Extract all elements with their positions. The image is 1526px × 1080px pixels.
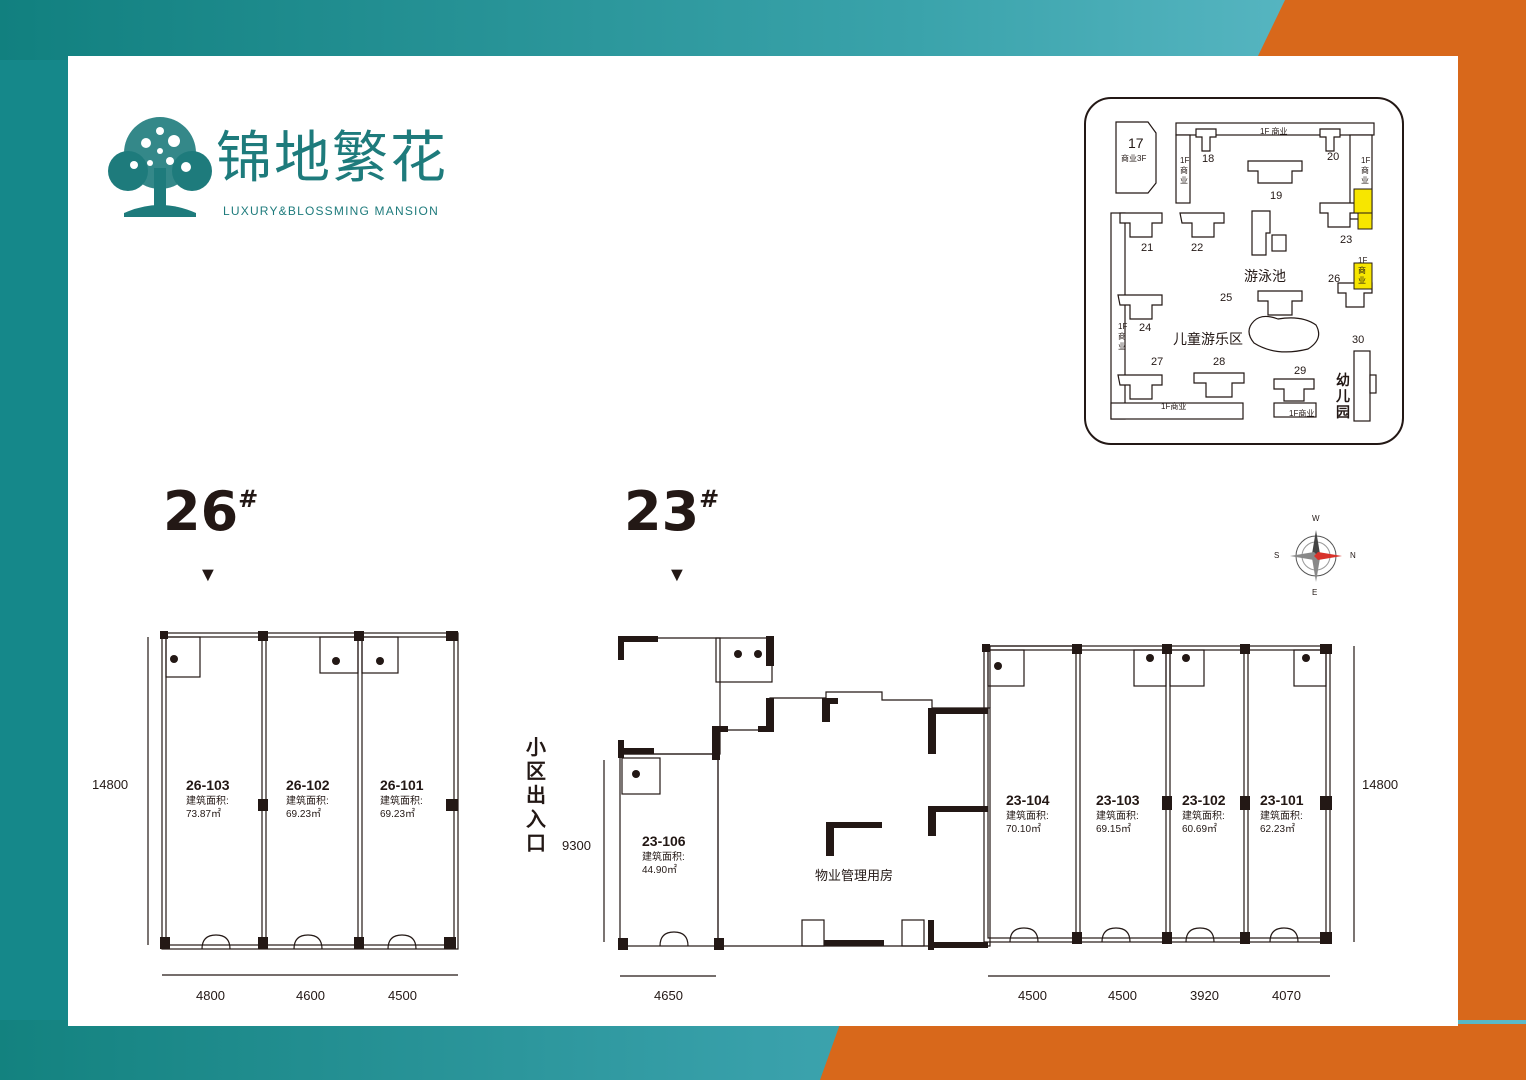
tree-logo-icon [108, 117, 212, 217]
site-b27: 27 [1151, 356, 1164, 368]
site-playground: 儿童游乐区 [1173, 331, 1243, 347]
unit-23-106-label: 建筑面积: [642, 852, 685, 863]
unit-23-104-label: 建筑面积: [1006, 811, 1049, 822]
site-b18: 18 [1202, 153, 1215, 165]
site-b24: 24 [1139, 322, 1152, 334]
unit-26-102-area: 69.23㎡ [286, 809, 322, 820]
site-b30: 30 [1352, 334, 1365, 346]
unit-26-103-name: 26-103 [186, 777, 230, 793]
site-b17-sub: 商业3F [1121, 154, 1147, 163]
site-commerce-18: 1F 商 业 [1180, 156, 1190, 185]
unit-23-101-name: 23-101 [1260, 792, 1304, 808]
floorplan-26 [147, 631, 459, 976]
compass-e: E [1312, 588, 1318, 597]
unit-26-103-area: 73.87㎡ [186, 809, 222, 820]
unit-26-102-name: 26-102 [286, 777, 330, 793]
site-b17: 17 [1128, 135, 1144, 151]
site-commerce-29: 1F商业 [1289, 409, 1315, 418]
site-b28: 28 [1213, 356, 1226, 368]
dim-23-right-height: 14800 [1362, 777, 1399, 792]
building-26-pointer: ▼ [198, 564, 218, 586]
unit-23-103-name: 23-103 [1096, 792, 1140, 808]
unit-23-104-name: 23-104 [1006, 792, 1050, 808]
compass-w: W [1312, 514, 1320, 523]
unit-26-101-label: 建筑面积: [380, 796, 423, 807]
dim-23-w3: 3920 [1190, 988, 1219, 1003]
unit-23-103-label: 建筑面积: [1096, 811, 1139, 822]
site-b23: 23 [1340, 234, 1353, 246]
site-commerce-26: 1F 商 业 [1358, 256, 1368, 285]
site-b25: 25 [1220, 292, 1233, 304]
site-pool: 游泳池 [1244, 268, 1286, 284]
community-entrance: 小区出入口 [526, 737, 546, 855]
brand-name-en: LUXURY&BLOSSMING MANSION [223, 204, 439, 218]
dim-23-w1: 4500 [1018, 988, 1047, 1003]
site-map [1084, 97, 1404, 445]
compass-n: N [1350, 551, 1356, 560]
unit-23-106-area: 44.90㎡ [642, 865, 678, 876]
building-23-pointer: ▼ [667, 564, 687, 586]
dim-26-height: 14800 [92, 777, 129, 792]
dim-26-w1: 4800 [196, 988, 225, 1003]
compass-s: S [1274, 551, 1280, 560]
dim-26-w3: 4500 [388, 988, 417, 1003]
site-b19: 19 [1270, 190, 1283, 202]
building-26-title: 26# [163, 480, 259, 543]
site-commerce-20: 1F 商 业 [1361, 156, 1371, 185]
compass-icon [1290, 530, 1342, 582]
site-commerce-bottom: 1F商业 [1161, 402, 1187, 411]
site-b22: 22 [1191, 242, 1204, 254]
site-b29: 29 [1294, 365, 1307, 377]
dim-23-w4: 4070 [1272, 988, 1301, 1003]
unit-23-102-name: 23-102 [1182, 792, 1226, 808]
unit-23-101-area: 62.23㎡ [1260, 824, 1296, 835]
dim-23-left-height: 9300 [562, 838, 591, 853]
site-b20: 20 [1327, 151, 1340, 163]
unit-23-101-label: 建筑面积: [1260, 811, 1303, 822]
site-b26: 26 [1328, 273, 1341, 285]
unit-26-101-name: 26-101 [380, 777, 424, 793]
unit-23-102-area: 60.69㎡ [1182, 824, 1218, 835]
property-mgmt-room: 物业管理用房 [815, 868, 894, 883]
site-commerce-24: 1F 商 业 [1118, 322, 1128, 351]
building-23-title: 23# [624, 480, 720, 543]
site-kindergarten: 幼 儿 园 [1336, 372, 1350, 420]
unit-23-103-area: 69.15㎡ [1096, 824, 1132, 835]
dim-23-w2: 4500 [1108, 988, 1137, 1003]
unit-23-102-label: 建筑面积: [1182, 811, 1225, 822]
site-commerce-top: 1F 商业 [1260, 127, 1288, 136]
unit-26-101-area: 69.23㎡ [380, 809, 416, 820]
floorplan-23 [603, 636, 1355, 977]
unit-26-103-label: 建筑面积: [186, 796, 229, 807]
dim-26-w2: 4600 [296, 988, 325, 1003]
unit-26-102-label: 建筑面积: [286, 796, 329, 807]
unit-23-106-name: 23-106 [642, 833, 686, 849]
brand-name-cn: 锦地繁花 [216, 126, 448, 191]
site-b21: 21 [1141, 242, 1154, 254]
dim-23-left-width: 4650 [654, 988, 683, 1003]
unit-23-104-area: 70.10㎡ [1006, 824, 1042, 835]
